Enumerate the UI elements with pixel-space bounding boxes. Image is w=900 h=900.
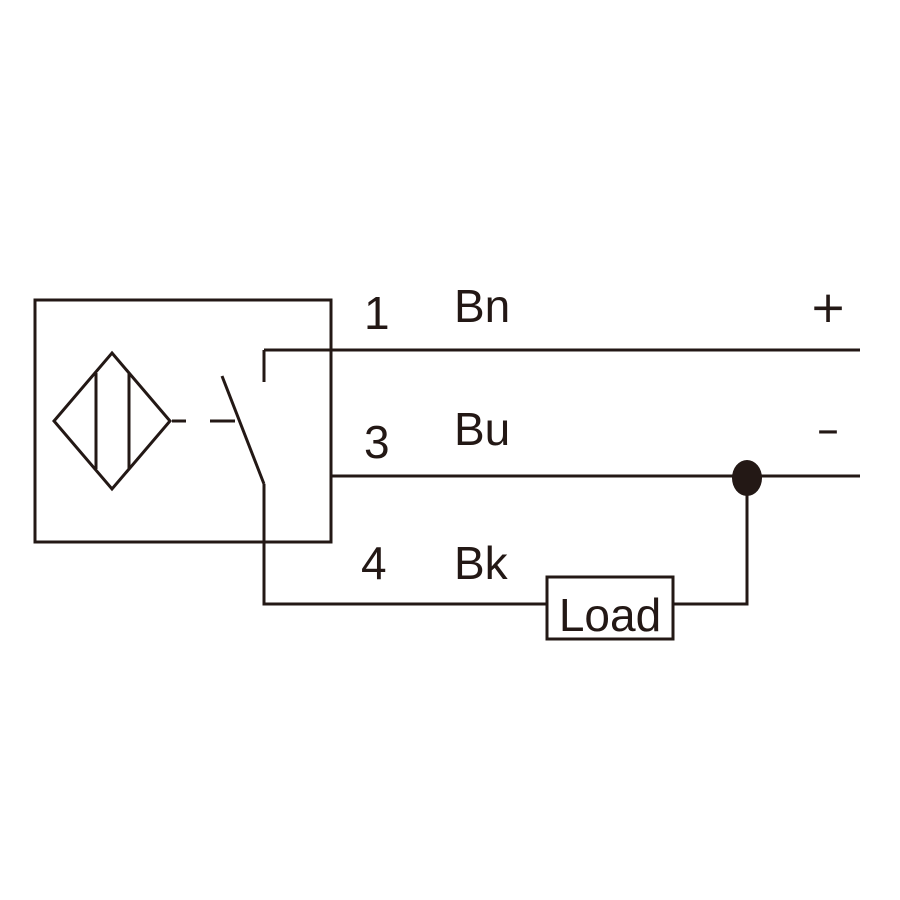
junction-dot: [732, 460, 762, 496]
sensor-housing: [33, 298, 333, 544]
polarity-plus: +: [810, 282, 847, 333]
polarity-minus: –: [817, 404, 839, 455]
pin-label-3: 3: [364, 416, 390, 468]
wire-4: [262, 484, 547, 606]
pin-label-1: 1: [364, 287, 390, 339]
wire-color-bn: Bn: [454, 280, 510, 332]
switch-contact: [220, 375, 266, 485]
pin-label-4: 4: [361, 537, 387, 589]
load-label: Load: [559, 589, 661, 641]
sensor-symbol-icon: [52, 350, 172, 492]
wire-color-bu: Bu: [454, 403, 510, 455]
load-box: [545, 575, 675, 641]
wire-4-return: [673, 478, 749, 606]
wire-color-bk: Bk: [454, 537, 509, 589]
